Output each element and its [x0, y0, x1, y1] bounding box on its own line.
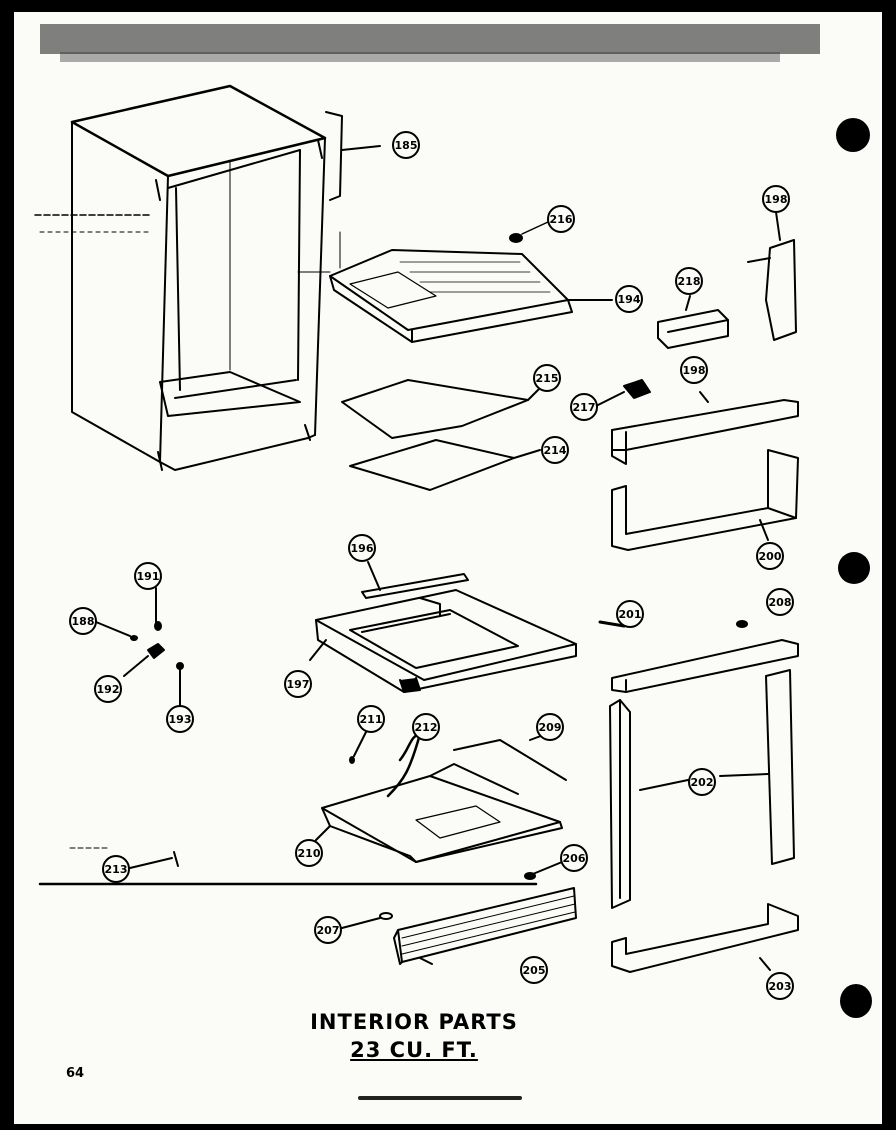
diagram-title: INTERIOR PARTS: [310, 1010, 518, 1034]
svg-text:213: 213: [105, 863, 128, 876]
svg-text:215: 215: [536, 372, 559, 385]
part-210-drawer-cover: [315, 763, 563, 863]
part-206-clip: [524, 861, 563, 880]
svg-text:198: 198: [765, 193, 788, 206]
svg-text:211: 211: [360, 713, 383, 726]
part-205-grille: [393, 887, 577, 965]
callout-207: 207: [314, 916, 342, 944]
callout-217: 217: [570, 393, 598, 421]
callout-215: 215: [533, 364, 561, 392]
callout-200: 200: [756, 542, 784, 570]
scan-top-noise: [40, 24, 820, 54]
svg-text:212: 212: [415, 721, 438, 734]
callouts: 185 216 194 218 198 215 198 217 214 200 …: [69, 131, 794, 1000]
scan-top-noise-2: [60, 52, 780, 62]
scan-hole-top: [836, 118, 870, 152]
svg-text:194: 194: [618, 293, 641, 306]
callout-209: 209: [536, 713, 564, 741]
svg-text:208: 208: [769, 596, 792, 609]
part-193-screw: [176, 662, 184, 707]
part-188-washer: [95, 621, 138, 641]
callout-216a: 216: [547, 205, 575, 233]
callout-213: 213: [102, 855, 130, 883]
callout-194: 194: [615, 285, 643, 313]
callout-193: 193: [166, 705, 194, 733]
part-218-block: [657, 295, 729, 349]
svg-text:202: 202: [691, 776, 714, 789]
svg-text:201: 201: [619, 608, 642, 621]
diagram-subtitle: 23 CU. FT.: [350, 1038, 478, 1062]
callout-197: 197: [284, 670, 312, 698]
part-201-frame-top: [598, 620, 799, 693]
scan-hole-bottom: [840, 984, 872, 1018]
part-207-spring: [341, 912, 393, 929]
part-198-pan-front: [611, 391, 799, 465]
page-number: 64: [66, 1066, 85, 1081]
svg-text:193: 193: [169, 713, 192, 726]
part-185-rail: [325, 111, 381, 201]
svg-text:188: 188: [72, 615, 95, 628]
callout-201: 201: [616, 600, 644, 628]
part-213-rod: [38, 847, 538, 886]
scan-hole-middle: [838, 552, 870, 584]
part-196-rail: [361, 561, 469, 599]
part-202-frame-sides: [609, 669, 795, 909]
callout-205: 205: [520, 956, 548, 984]
part-217-clip: [595, 379, 651, 407]
svg-text:197: 197: [287, 678, 310, 691]
callout-212: 212: [412, 713, 440, 741]
svg-text:191: 191: [137, 570, 160, 583]
svg-text:185: 185: [395, 139, 418, 152]
part-214-glass: [349, 439, 541, 491]
callout-188: 188: [69, 607, 97, 635]
svg-text:200: 200: [759, 550, 782, 563]
svg-text:216: 216: [550, 213, 573, 226]
callout-191: 191: [134, 562, 162, 590]
callout-211: 211: [357, 705, 385, 733]
callout-203: 203: [766, 972, 794, 1000]
callout-192: 192: [94, 675, 122, 703]
svg-text:192: 192: [97, 683, 120, 696]
callout-202: 202: [688, 768, 716, 796]
callout-208: 208: [766, 588, 794, 616]
svg-text:209: 209: [539, 721, 562, 734]
svg-text:196: 196: [351, 542, 374, 555]
part-211-pin: [349, 731, 367, 764]
svg-text:217: 217: [573, 401, 596, 414]
part-197-crisper-frame: [309, 589, 577, 693]
callout-206: 206: [560, 844, 588, 872]
callout-214: 214: [541, 436, 569, 464]
part-191-screw: [154, 587, 162, 631]
svg-text:207: 207: [317, 924, 340, 937]
callout-198a: 198: [762, 185, 790, 213]
part-208-clip: [736, 620, 748, 628]
part-200-pan: [611, 449, 799, 551]
callout-185: 185: [392, 131, 420, 159]
svg-text:206: 206: [563, 852, 586, 865]
svg-text:218: 218: [678, 275, 701, 288]
callout-218: 218: [675, 267, 703, 295]
callout-196: 196: [348, 534, 376, 562]
svg-text:205: 205: [523, 964, 546, 977]
svg-text:214: 214: [544, 444, 567, 457]
part-198-channel: [747, 211, 797, 341]
svg-text:198: 198: [683, 364, 706, 377]
part-192-bracket: [123, 643, 165, 677]
svg-text:203: 203: [769, 980, 792, 993]
part-203-frame-bottom: [611, 903, 799, 973]
svg-text:210: 210: [298, 847, 321, 860]
cabinet-liner: [34, 84, 327, 471]
callout-198b: 198: [680, 356, 708, 384]
callout-210: 210: [295, 839, 323, 867]
part-194-shelf: [297, 221, 613, 343]
part-215-cover: [341, 379, 541, 439]
